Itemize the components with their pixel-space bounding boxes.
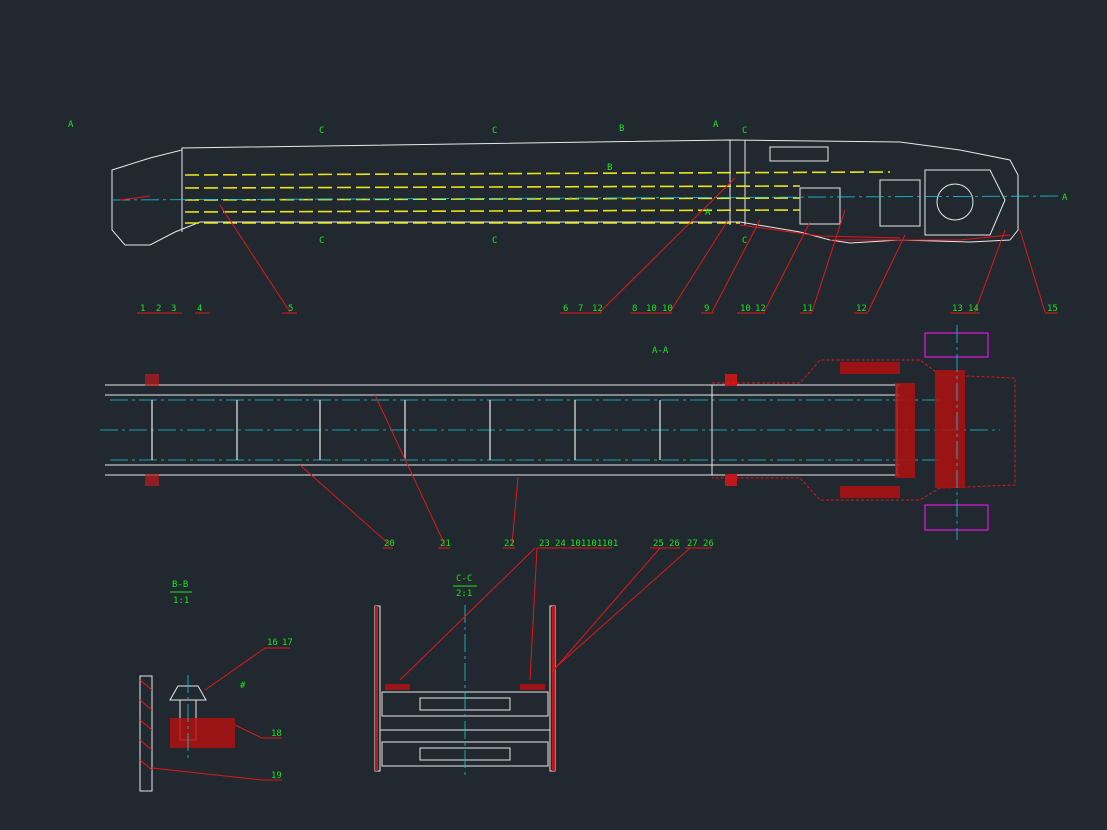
callout-label: 17 (282, 638, 293, 648)
callout-label: 25 (653, 539, 664, 549)
callout-label: 12 (856, 304, 867, 314)
callout-label: 10 (740, 304, 751, 314)
marker-a: A (1062, 193, 1068, 203)
callout-label: 16 (267, 638, 278, 648)
callout-label: 101 (570, 539, 586, 549)
callout-label: # (240, 681, 246, 691)
callout-label: 10 (662, 304, 673, 314)
callout-label: 22 (504, 539, 515, 549)
section-c-c-title: C-C (456, 574, 472, 584)
marker-b: B (607, 163, 612, 173)
callout-label: 6 (563, 304, 568, 314)
callout-label: 9 (704, 304, 709, 314)
callout-label: 101 (602, 539, 618, 549)
callout-label: 26 (669, 539, 680, 549)
callout-label: 26 (703, 539, 714, 549)
section-b-b-title: B-B (172, 580, 188, 590)
marker-a: A (705, 208, 711, 218)
marker-c: C (742, 236, 747, 246)
callout-label: 15 (1047, 304, 1058, 314)
marker-c: C (492, 126, 497, 136)
callout-label: 19 (271, 771, 282, 781)
callout-label: 20 (384, 539, 395, 549)
callout-label: 10 (646, 304, 657, 314)
callout-label: 3 (171, 304, 176, 314)
marker-c: C (319, 126, 324, 136)
callout-label: 101 (586, 539, 602, 549)
callout-label: 11 (802, 304, 813, 314)
callouts-detail: 16 17 18 19 # (240, 638, 293, 781)
top-view (111, 139, 1061, 313)
callout-label: 4 (197, 304, 202, 314)
section-markers: A A A A B B C C C C C C (68, 120, 1068, 246)
callout-label: 5 (288, 304, 293, 314)
callout-label: 12 (592, 304, 603, 314)
callout-label: 2 (156, 304, 161, 314)
callout-label: 18 (271, 729, 282, 739)
section-a-a-title: A-A (652, 346, 669, 356)
callout-label: 8 (632, 304, 637, 314)
callout-label: 7 (578, 304, 583, 314)
callout-label: 23 (539, 539, 550, 549)
section-b-b-scale: 1:1 (173, 596, 189, 606)
marker-a: A (68, 120, 74, 130)
callout-label: 1 (140, 304, 145, 314)
marker-c: C (492, 236, 497, 246)
callout-label: 21 (440, 539, 451, 549)
callout-label: 12 (755, 304, 766, 314)
callout-label: 24 (555, 539, 566, 549)
callout-label: 27 (687, 539, 698, 549)
marker-a: A (713, 120, 719, 130)
marker-b: B (619, 124, 624, 134)
marker-c: C (742, 126, 747, 136)
callouts-top: 1 2 3 4 5 6 7 12 8 10 10 9 10 12 11 12 1… (137, 304, 1058, 314)
marker-c: C (319, 236, 324, 246)
callouts-mid: 20 21 22 23 24 101 101 101 25 26 27 26 (383, 539, 714, 549)
section-a-a-view (100, 325, 1016, 546)
callout-label: 13 (952, 304, 963, 314)
section-b-b-view (139, 647, 290, 792)
view-titles: A-A B-B 1:1 C-C 2:1 (170, 346, 669, 606)
section-c-c-scale: 2:1 (456, 589, 472, 599)
callout-label: 14 (968, 304, 979, 314)
section-c-c-view (374, 547, 691, 775)
